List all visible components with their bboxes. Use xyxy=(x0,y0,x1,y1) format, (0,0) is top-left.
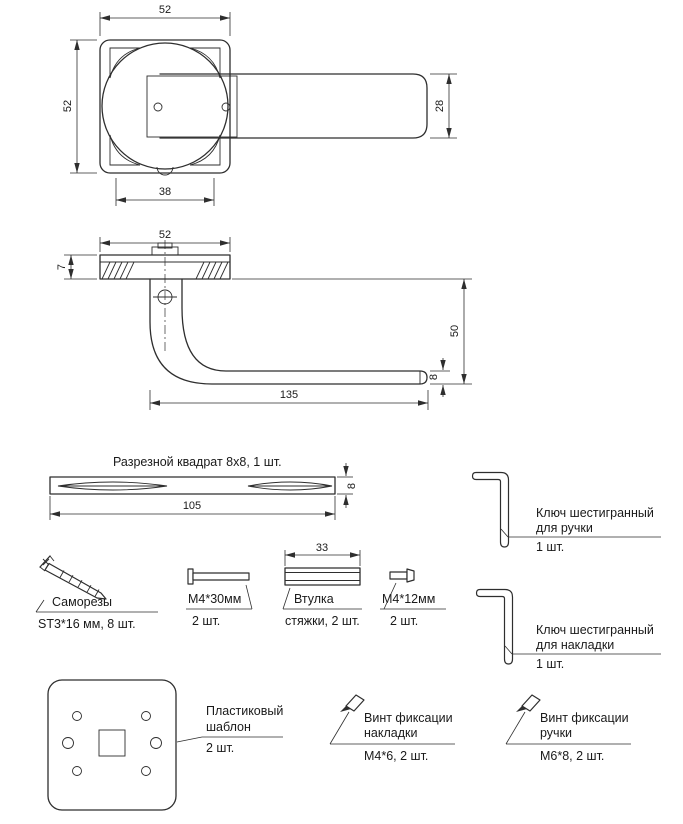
sleeve-title: Втулка xyxy=(294,592,334,606)
hex-key-handle-part: Ключ шестигранный для ручки 1 шт. xyxy=(471,471,661,554)
bolt-m4-12-part: M4*12мм 2 шт. xyxy=(380,568,446,628)
template-square-hole xyxy=(98,729,126,757)
set-screw-handle-spec: M6*8, 2 шт. xyxy=(540,749,604,763)
lever-outline xyxy=(159,73,428,139)
hex-key-icon xyxy=(471,471,510,548)
hex-key-plate-label-2: для накладки xyxy=(536,638,614,652)
bolt-shaft xyxy=(389,571,408,580)
template-hole xyxy=(72,711,82,721)
self-tapping-title: Саморезы xyxy=(52,595,112,609)
dim-side-width: 52 xyxy=(159,229,171,241)
hex-key-handle-label-2: для ручки xyxy=(536,521,593,535)
set-screw-plate-label-2: накладки xyxy=(364,726,417,740)
template-part: Пластиковый шаблон 2 шт. xyxy=(47,679,283,811)
bolt-head xyxy=(406,568,415,583)
bolt-m4-30-qty: 2 шт. xyxy=(192,614,220,628)
corner-wing-icon xyxy=(109,47,141,79)
template-hole xyxy=(150,737,162,749)
dim-bar-height: 8 xyxy=(346,483,358,489)
dim-bar-length: 105 xyxy=(183,500,201,512)
set-screw-icon xyxy=(521,694,541,712)
set-screw-handle-label-1: Винт фиксации xyxy=(540,711,629,725)
rosette-circle xyxy=(101,42,229,170)
self-tapping-screws-part: Саморезы ST3*16 мм, 8 шт. xyxy=(35,555,158,631)
split-square-part: Разрезной квадрат 8х8, 1 шт. 8 105 xyxy=(49,455,358,520)
split-square-bar xyxy=(49,476,336,495)
self-tapping-spec: ST3*16 мм, 8 шт. xyxy=(38,617,136,631)
bolt-m4-12-qty: 2 шт. xyxy=(390,614,418,628)
hex-key-icon xyxy=(475,588,514,665)
dim-left-height: 52 xyxy=(62,100,74,112)
corner-wing-icon xyxy=(189,134,221,166)
corner-wing-icon xyxy=(109,134,141,166)
screw-hole xyxy=(153,102,163,112)
dim-top-width: 52 xyxy=(159,4,171,16)
hex-key-plate-qty: 1 шт. xyxy=(536,657,564,671)
screw-threads xyxy=(59,570,100,597)
hatching xyxy=(101,261,229,280)
top-view-drawing: 52 52 38 28 xyxy=(62,4,457,206)
template-qty: 2 шт. xyxy=(206,741,234,755)
dim-lever-thickness: 8 xyxy=(428,374,440,380)
set-screw-plate-spec: M4*6, 2 шт. xyxy=(364,749,428,763)
set-screw-handle-part: Винт фиксации ручки M6*8, 2 шт. xyxy=(505,694,631,763)
bolt-m4-12-title: M4*12мм xyxy=(382,592,435,606)
split-square-title: Разрезной квадрат 8х8, 1 шт. xyxy=(113,455,282,469)
dim-drop-height: 50 xyxy=(449,325,461,337)
bolt-shaft xyxy=(192,572,250,581)
template-label-2: шаблон xyxy=(206,720,251,734)
template-hole xyxy=(141,711,151,721)
screw-icon xyxy=(44,562,107,600)
dim-lever-height: 28 xyxy=(434,100,446,112)
side-view-drawing: 52 7 50 8 xyxy=(56,229,472,410)
set-screw-plate-part: Винт фиксации накладки M4*6, 2 шт. xyxy=(329,694,455,763)
dim-sleeve-length: 33 xyxy=(316,542,328,554)
dim-length: 135 xyxy=(280,389,298,401)
bolt-m4-30-title: M4*30мм xyxy=(188,592,241,606)
sleeve-part: 33 Втулка стяжки, 2 шт. xyxy=(282,542,362,628)
sleeve-icon xyxy=(284,567,361,586)
lever-neck-plate xyxy=(146,75,238,138)
corner-wing-icon xyxy=(189,47,221,79)
screw-hole xyxy=(221,102,231,112)
set-screw-tip xyxy=(340,706,351,712)
template-hole xyxy=(72,766,82,776)
set-screw-handle-label-2: ручки xyxy=(540,726,572,740)
hex-key-plate-part: Ключ шестигранный для накладки 1 шт. xyxy=(475,588,661,671)
bolt-head xyxy=(187,568,194,585)
sleeve-spec: стяжки, 2 шт. xyxy=(285,614,360,628)
template-hole xyxy=(141,766,151,776)
hex-key-handle-qty: 1 шт. xyxy=(536,540,564,554)
dim-square: 38 xyxy=(159,186,171,198)
set-screw-icon xyxy=(345,694,365,712)
rosette-notch xyxy=(156,166,174,176)
hex-key-handle-label-1: Ключ шестигранный xyxy=(536,506,654,520)
handle-profile xyxy=(149,278,428,385)
template-hole xyxy=(62,737,74,749)
hex-key-plate-label-1: Ключ шестигранный xyxy=(536,623,654,637)
set-screw-plate-label-1: Винт фиксации xyxy=(364,711,453,725)
template-icon xyxy=(47,679,177,811)
template-label-1: Пластиковый xyxy=(206,704,283,718)
bolt-m4-30-part: M4*30мм 2 шт. xyxy=(186,568,253,628)
set-screw-tip xyxy=(516,706,527,712)
dim-rosette-thickness: 7 xyxy=(56,264,68,270)
